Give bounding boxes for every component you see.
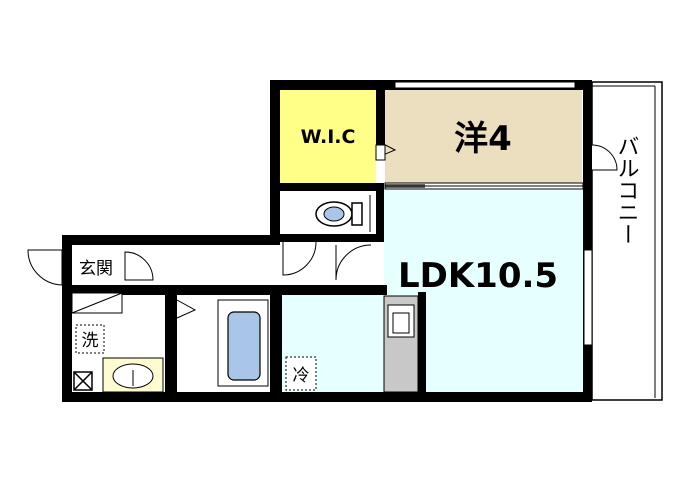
entrance-door	[27, 249, 63, 286]
toilet	[282, 192, 374, 234]
ldk-label: LDK10.5	[398, 256, 558, 296]
fridge-space	[285, 356, 317, 391]
washbasin	[102, 357, 164, 393]
western-sliding-door	[384, 182, 584, 190]
bathtub	[217, 299, 269, 387]
wic-label: W.I.C	[301, 126, 356, 148]
entrance-inner-door	[124, 251, 154, 281]
washing-machine-icon	[73, 371, 93, 391]
balcony-door-upper	[591, 144, 618, 171]
fridge-label: 冷	[293, 366, 310, 386]
entrance-label: 玄関	[79, 259, 113, 279]
balcony-window	[583, 249, 593, 346]
washroom-door	[176, 299, 197, 319]
wic-fill	[280, 90, 376, 183]
ldk-door	[335, 244, 372, 281]
top-window	[394, 81, 576, 89]
washroom-label-box	[75, 324, 105, 354]
kitchen-counter	[383, 295, 419, 393]
toilet-door	[282, 241, 317, 276]
western-room-label: 洋4	[454, 119, 512, 159]
western-room-fill	[385, 90, 582, 183]
washroom-label: 洗	[82, 331, 99, 351]
balcony-label: バルコニー	[614, 135, 639, 245]
